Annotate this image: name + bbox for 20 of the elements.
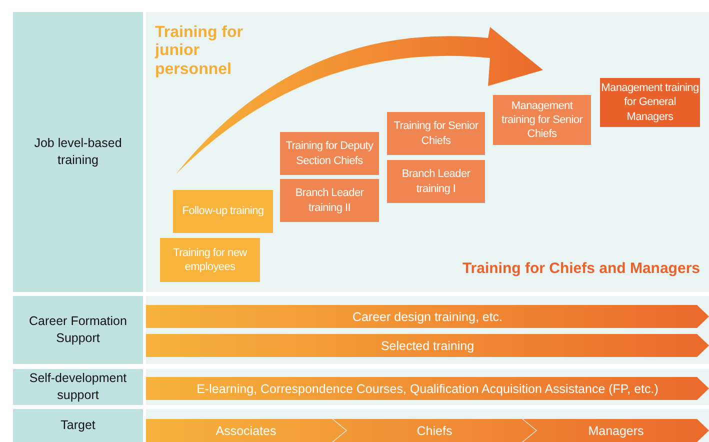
training-box: Management training for Senior Chiefs [493, 95, 591, 145]
row-header: Target [13, 409, 143, 442]
training-box: Branch Leader training II [280, 179, 379, 222]
row-header: Job level-based training [13, 12, 143, 292]
training-box: Branch Leader training I [387, 160, 485, 203]
arrow-bar: Career design training, etc. [146, 305, 709, 328]
row-header: Career Formation Support [13, 296, 143, 364]
training-box: Management training for General Managers [600, 78, 700, 127]
arrow-bar: E-learning, Correspondence Courses, Qualification Acquisition Assistance (FP, etc.) [146, 377, 709, 400]
row-header: Self-development support [13, 369, 143, 405]
training-box: Training for Senior Chiefs [387, 112, 485, 155]
group-label: Training for Chiefs and Managers [461, 260, 700, 278]
training-box: Training for Deputy Section Chiefs [280, 132, 379, 175]
arrow-bar: Selected training [146, 334, 709, 357]
training-box: Training for new employees [160, 238, 260, 282]
arrow-bar: Associates [146, 419, 346, 442]
arrow-bar: Chiefs [333, 419, 536, 442]
arrow-bar: Managers [523, 419, 709, 442]
training-box: Follow-up training [173, 190, 273, 233]
group-label: Training for junior personnel [155, 24, 244, 80]
